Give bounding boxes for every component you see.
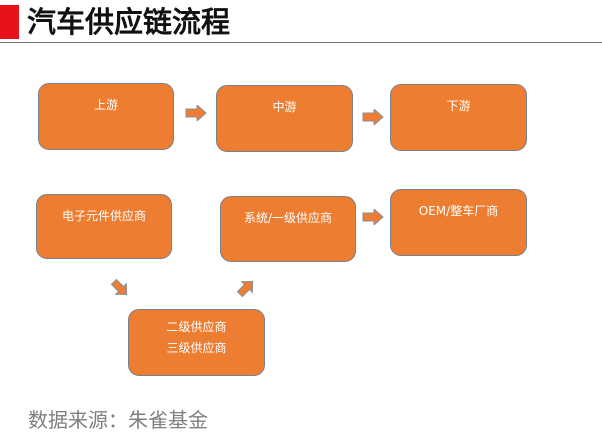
title-bar: 汽车供应链流程 — [0, 0, 602, 43]
page-title: 汽车供应链流程 — [27, 5, 231, 39]
node-upstream-label: 上游 — [93, 98, 118, 112]
arrow-right-icon — [185, 105, 207, 121]
source-note: 数据来源：朱雀基金 — [28, 408, 208, 432]
node-tier3-supplier-label: 三级供应商 — [166, 341, 227, 355]
arrow-up-right-icon — [237, 280, 254, 297]
arrow-down-right-icon — [111, 279, 128, 296]
node-tier2-tier3-supplier: 二级供应商 三级供应商 — [128, 309, 265, 376]
node-midstream-label: 中游 — [272, 100, 297, 114]
node-system-tier1-supplier: 系统/一级供应商 — [220, 196, 356, 262]
arrow-right-icon — [362, 109, 384, 125]
node-downstream: 下游 — [390, 84, 527, 151]
node-oem: OEM/整车厂商 — [390, 189, 527, 256]
node-upstream: 上游 — [38, 83, 174, 150]
node-midstream: 中游 — [216, 85, 353, 152]
node-downstream-label: 下游 — [446, 99, 471, 113]
node-tier2-supplier-label: 二级供应商 — [166, 320, 227, 334]
node-oem-label: OEM/整车厂商 — [418, 204, 499, 218]
node-electronic-supplier-label: 电子元件供应商 — [61, 209, 146, 223]
title-accent-bar — [0, 5, 19, 39]
arrow-right-icon — [362, 209, 384, 225]
node-electronic-supplier: 电子元件供应商 — [36, 194, 172, 259]
node-system-tier1-supplier-label: 系统/一级供应商 — [243, 211, 333, 225]
